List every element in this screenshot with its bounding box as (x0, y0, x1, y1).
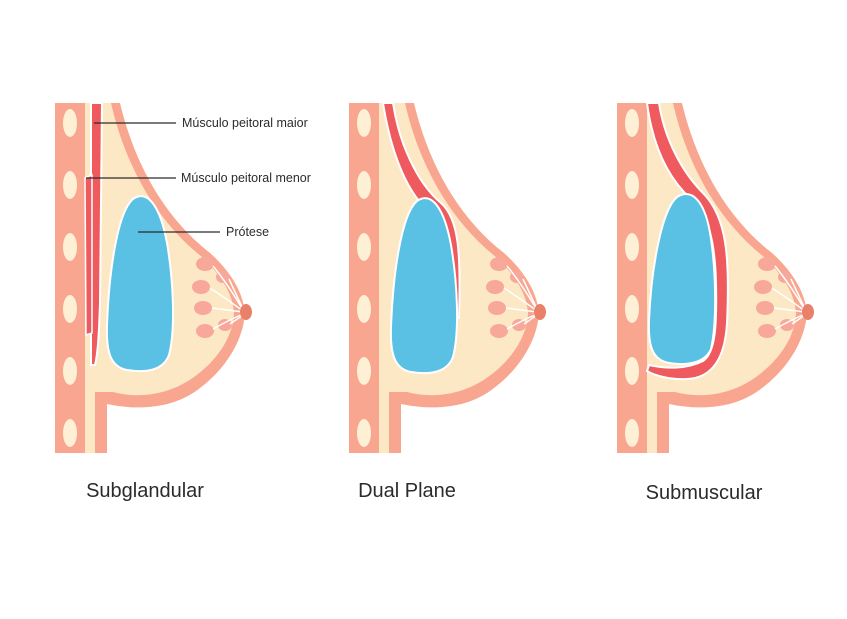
caption-submuscular: Submuscular (645, 482, 763, 504)
implant (389, 197, 459, 375)
pectoralis-major-muscle (90, 102, 104, 366)
label-implant: Prótese (226, 225, 269, 239)
dual-plane-diagram (349, 102, 547, 453)
caption-subglandular: Subglandular (86, 480, 204, 502)
subglandular-diagram (55, 102, 253, 453)
implant (105, 195, 175, 373)
implant (647, 193, 717, 366)
label-pectoralis-major: Músculo peitoral maior (182, 116, 308, 130)
pectoralis-major-muscle (381, 102, 461, 319)
pectoralis-minor-muscle (84, 173, 93, 337)
label-pectoralis-minor: Músculo peitoral menor (181, 171, 311, 185)
caption-dual-plane: Dual Plane (358, 480, 456, 502)
submuscular-diagram (617, 102, 815, 453)
